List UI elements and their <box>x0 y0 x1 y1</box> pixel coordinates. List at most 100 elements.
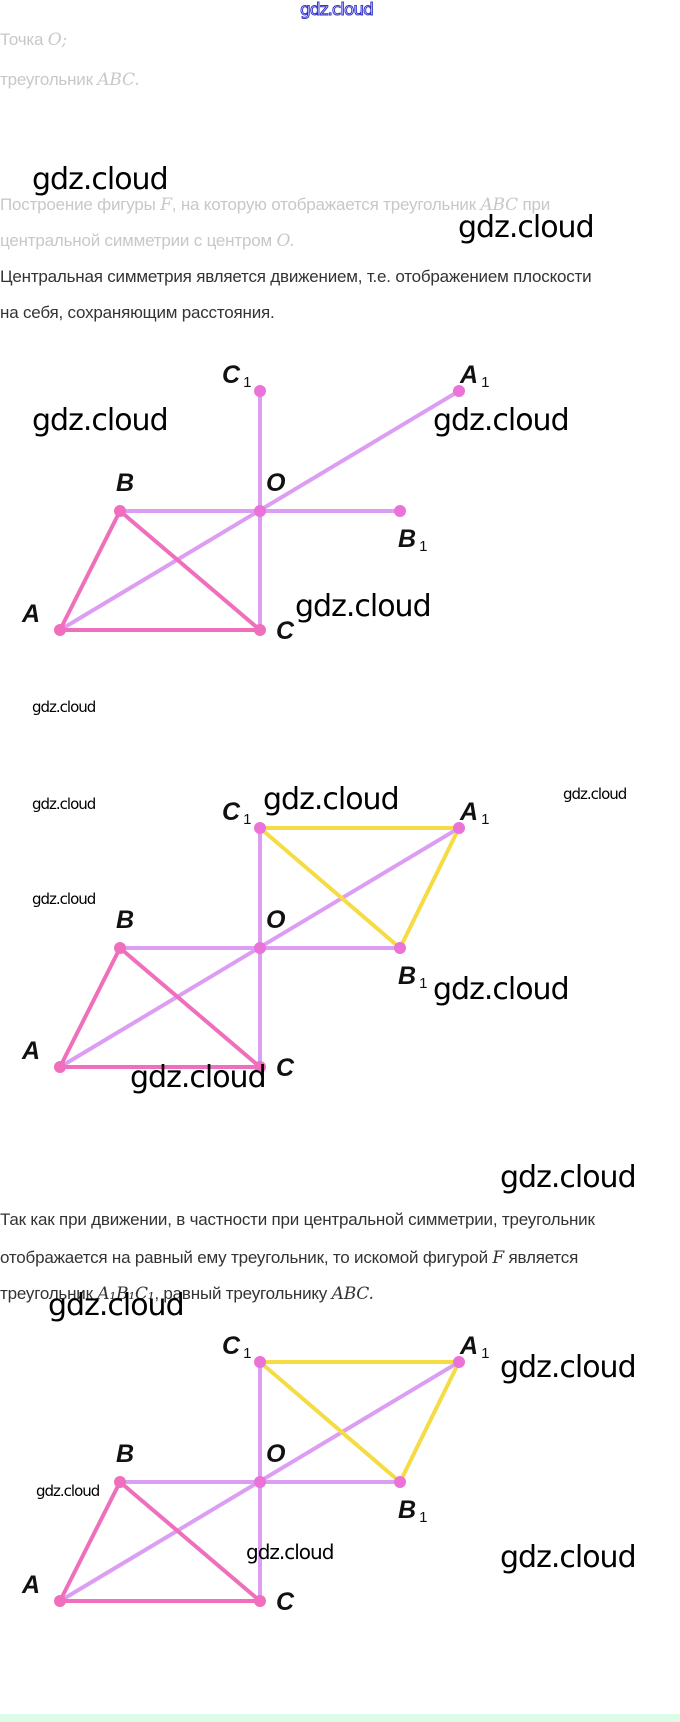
label-letter: A <box>21 1571 40 1599</box>
segment-AB <box>58 509 122 632</box>
math-var: A₁B₁C₁ <box>97 1284 155 1304</box>
segment-A1B1 <box>398 826 461 950</box>
watermark: gdz.cloud <box>130 1060 267 1095</box>
point-C1 <box>254 822 266 834</box>
label-subscript: 1 <box>419 538 427 555</box>
label-letter: B <box>398 962 416 990</box>
segment-AB <box>58 1480 122 1603</box>
segment-AB <box>58 946 122 1069</box>
point-B <box>114 942 126 954</box>
point-C1 <box>254 385 266 397</box>
point-O <box>254 1476 266 1488</box>
point-B1 <box>394 1476 406 1488</box>
watermark: gdz.cloud <box>500 1160 637 1195</box>
watermark: gdz.cloud <box>433 403 570 438</box>
segment-BC <box>118 509 262 632</box>
label-C: C <box>276 1054 295 1082</box>
construction-line-2: центральной симметрии с центром O. <box>0 231 295 251</box>
watermark: gdz.cloud <box>48 1288 185 1323</box>
text: центральной симметрии с центром <box>0 231 272 250</box>
math-var: O. <box>276 231 295 251</box>
watermark: gdz.cloud <box>36 1482 100 1500</box>
segment-B1C1 <box>258 1360 402 1484</box>
text: треугольник <box>0 70 93 89</box>
label-subscript: 1 <box>481 811 489 828</box>
point-A <box>54 1061 66 1073</box>
watermark: gdz.cloud <box>563 785 627 803</box>
watermark: gdz.cloud <box>32 698 96 716</box>
point-C <box>254 1595 266 1607</box>
point-C <box>254 1061 266 1073</box>
label-B: B <box>116 1440 134 1468</box>
explanation-line-1: Центральная симметрия является движением… <box>0 267 592 286</box>
point-A <box>54 1595 66 1607</box>
label-subscript: 1 <box>243 374 251 391</box>
label-letter: O <box>266 1440 286 1468</box>
text: отображается на равный ему треугольник, … <box>0 1248 488 1267</box>
point-B <box>114 505 126 517</box>
segment-A1B1 <box>398 1360 461 1484</box>
intro-triangle: треугольник ABC. <box>0 70 140 90</box>
label-letter: B <box>398 525 416 553</box>
label-letter: B <box>116 469 134 497</box>
label-C: C <box>276 1588 295 1616</box>
watermark: gdz.cloud <box>500 1540 637 1575</box>
label-letter: A <box>459 798 478 826</box>
label-C: C <box>276 617 295 645</box>
label-letter: C <box>222 798 241 826</box>
text: Точка <box>0 30 44 49</box>
text: треугольник <box>0 1284 93 1303</box>
point-A <box>54 624 66 636</box>
point-A1 <box>453 822 465 834</box>
point-A1 <box>453 1356 465 1368</box>
point-O <box>254 505 266 517</box>
conclusion-line-2: отображается на равный ему треугольник, … <box>0 1248 578 1268</box>
watermark: gdz.cloud <box>32 403 169 438</box>
label-letter: A <box>459 1332 478 1360</box>
label-O: O <box>266 906 286 934</box>
bottom-bar <box>0 1714 680 1722</box>
label-letter: B <box>398 1496 416 1524</box>
point-A1 <box>453 385 465 397</box>
math-var: ABC. <box>97 70 140 90</box>
label-letter: O <box>266 906 286 934</box>
math-var: F <box>492 1248 505 1268</box>
text: , на которую отображается треугольник <box>171 195 476 214</box>
text: при <box>522 195 551 214</box>
math-var: F <box>160 195 172 215</box>
label-letter: A <box>21 1037 40 1065</box>
point-O <box>254 942 266 954</box>
conclusion-line-3: треугольник A₁B₁C₁, равный треугольнику … <box>0 1284 374 1304</box>
watermark: gdz.cloud <box>263 782 400 817</box>
label-subscript: 1 <box>481 374 489 391</box>
label-letter: B <box>116 906 134 934</box>
label-subscript: 1 <box>243 1345 251 1362</box>
label-letter: C <box>222 361 241 389</box>
watermark: gdz.cloud <box>246 1540 334 1564</box>
label-O: O <box>266 469 286 497</box>
watermark: gdz.cloud <box>32 890 96 908</box>
label-letter: C <box>276 1054 295 1082</box>
point-B1 <box>394 505 406 517</box>
label-subscript: 1 <box>243 811 251 828</box>
point-C1 <box>254 1356 266 1368</box>
label-B: B <box>116 906 134 934</box>
label-letter: B <box>116 1440 134 1468</box>
math-var: ABC <box>480 195 518 215</box>
watermark: gdz.cloud <box>433 972 570 1007</box>
watermark: gdz.cloud <box>32 162 169 197</box>
label-letter: C <box>222 1332 241 1360</box>
label-letter: A <box>21 600 40 628</box>
label-A: A <box>21 600 40 628</box>
label-A: A <box>21 1571 40 1599</box>
